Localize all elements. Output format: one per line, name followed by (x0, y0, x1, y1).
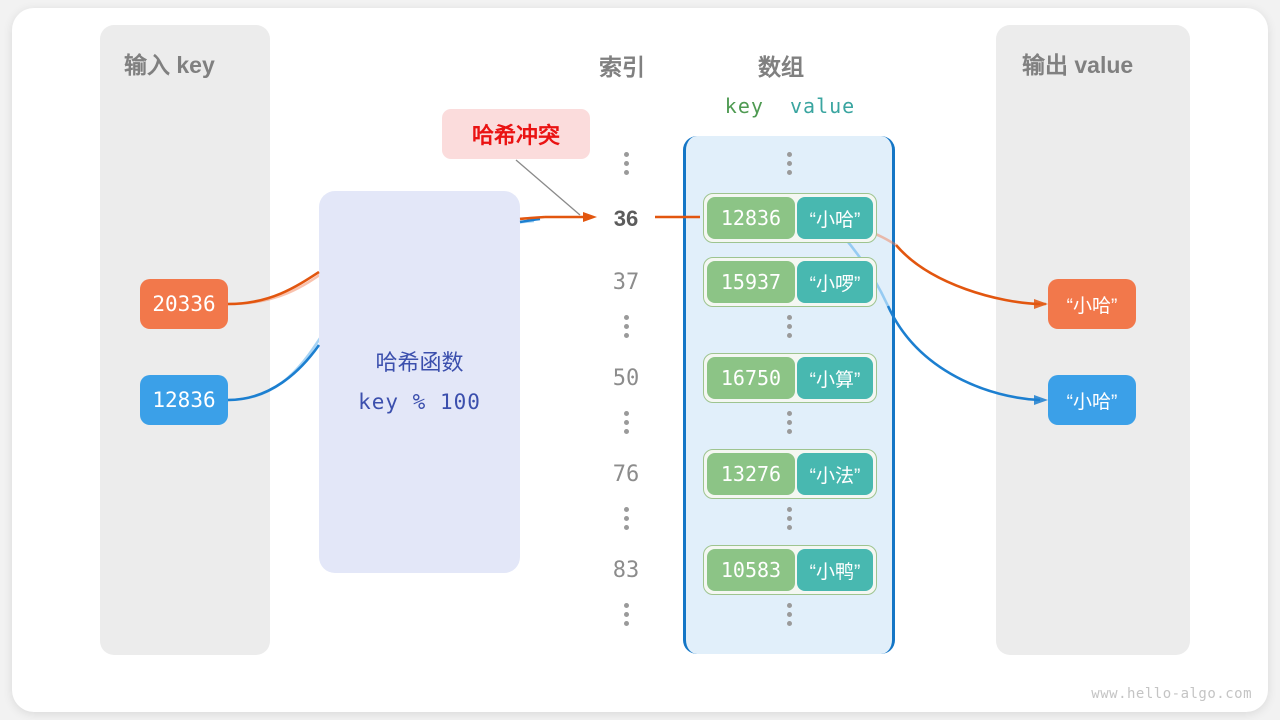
collision-badge: 哈希冲突 (442, 109, 590, 159)
bucket-row[interactable]: 10583“小鸭” (703, 545, 877, 595)
bucket-key: 12836 (707, 197, 795, 239)
dot (786, 315, 792, 320)
bucket-key: 16750 (707, 357, 795, 399)
kv-column-header: key__value (684, 94, 896, 118)
bucket-row[interactable]: 15937“小啰” (703, 257, 877, 307)
output-value-chip-1[interactable]: “小哈” (1048, 279, 1136, 329)
bucket-row[interactable]: 16750“小算” (703, 353, 877, 403)
index-label-36: 36 (613, 206, 639, 231)
dot (786, 420, 792, 425)
dot (623, 315, 629, 320)
dot (623, 170, 629, 175)
bucket-key: 15937 (707, 261, 795, 303)
dot (786, 525, 792, 530)
kv-header-value-label: value (790, 94, 856, 118)
bucket-key: 10583 (707, 549, 795, 591)
dot (623, 516, 629, 521)
bucket-value: “小啰” (797, 261, 873, 303)
dot (786, 603, 792, 608)
ellipsis-dots (596, 603, 656, 630)
dot (623, 525, 629, 530)
ellipsis-dots (683, 152, 895, 179)
dot (623, 333, 629, 338)
ellipsis-dots (683, 411, 895, 438)
hash-function-expression: key % 100 (358, 390, 481, 414)
dot (786, 324, 792, 329)
dot (786, 507, 792, 512)
index-label-37: 37 (612, 270, 640, 295)
input-key-chip-2[interactable]: 12836 (140, 375, 228, 425)
hash-function-label: 哈希函数 (375, 350, 464, 375)
dot (623, 621, 629, 626)
dot (623, 507, 629, 512)
bucket-value: “小鸭” (797, 549, 873, 591)
ellipsis-dots (596, 315, 656, 342)
index-label-83: 83 (612, 558, 640, 583)
dot (786, 516, 792, 521)
bucket-row[interactable]: 12836“小哈” (703, 193, 877, 243)
dot (623, 152, 629, 157)
index-column-title: 索引 (599, 54, 645, 80)
bucket-value: “小哈” (797, 197, 873, 239)
dot (623, 420, 629, 425)
bucket-row[interactable]: 13276“小法” (703, 449, 877, 499)
dot (786, 429, 792, 434)
kv-header-key-label: key (724, 94, 764, 118)
ellipsis-dots (683, 603, 895, 630)
dot (786, 411, 792, 416)
output-panel-title: 输出 value (1022, 52, 1134, 78)
input-panel-title: 输入 key (124, 52, 215, 78)
ellipsis-dots (596, 507, 656, 534)
dot (623, 411, 629, 416)
dot (623, 324, 629, 329)
watermark: www.hello-algo.com (1091, 686, 1252, 702)
hash-function-box (319, 191, 520, 573)
ellipsis-dots (596, 411, 656, 438)
dot (623, 612, 629, 617)
bucket-value: “小算” (797, 357, 873, 399)
dot (786, 170, 792, 175)
bucket-key: 13276 (707, 453, 795, 495)
dot (623, 429, 629, 434)
output-value-chip-2[interactable]: “小哈” (1048, 375, 1136, 425)
dot (786, 621, 792, 626)
dot (786, 333, 792, 338)
ellipsis-dots (596, 152, 656, 179)
ellipsis-dots (683, 507, 895, 534)
bucket-value: “小法” (797, 453, 873, 495)
dot (786, 161, 792, 166)
index-label-76: 76 (612, 462, 640, 487)
dot (623, 161, 629, 166)
dot (786, 612, 792, 617)
dot (623, 603, 629, 608)
dot (786, 152, 792, 157)
input-panel (100, 25, 270, 655)
ellipsis-dots (683, 315, 895, 342)
input-key-chip-1[interactable]: 20336 (140, 279, 228, 329)
output-panel (996, 25, 1190, 655)
index-label-50: 50 (612, 366, 640, 391)
array-column-title: 数组 (758, 54, 804, 80)
